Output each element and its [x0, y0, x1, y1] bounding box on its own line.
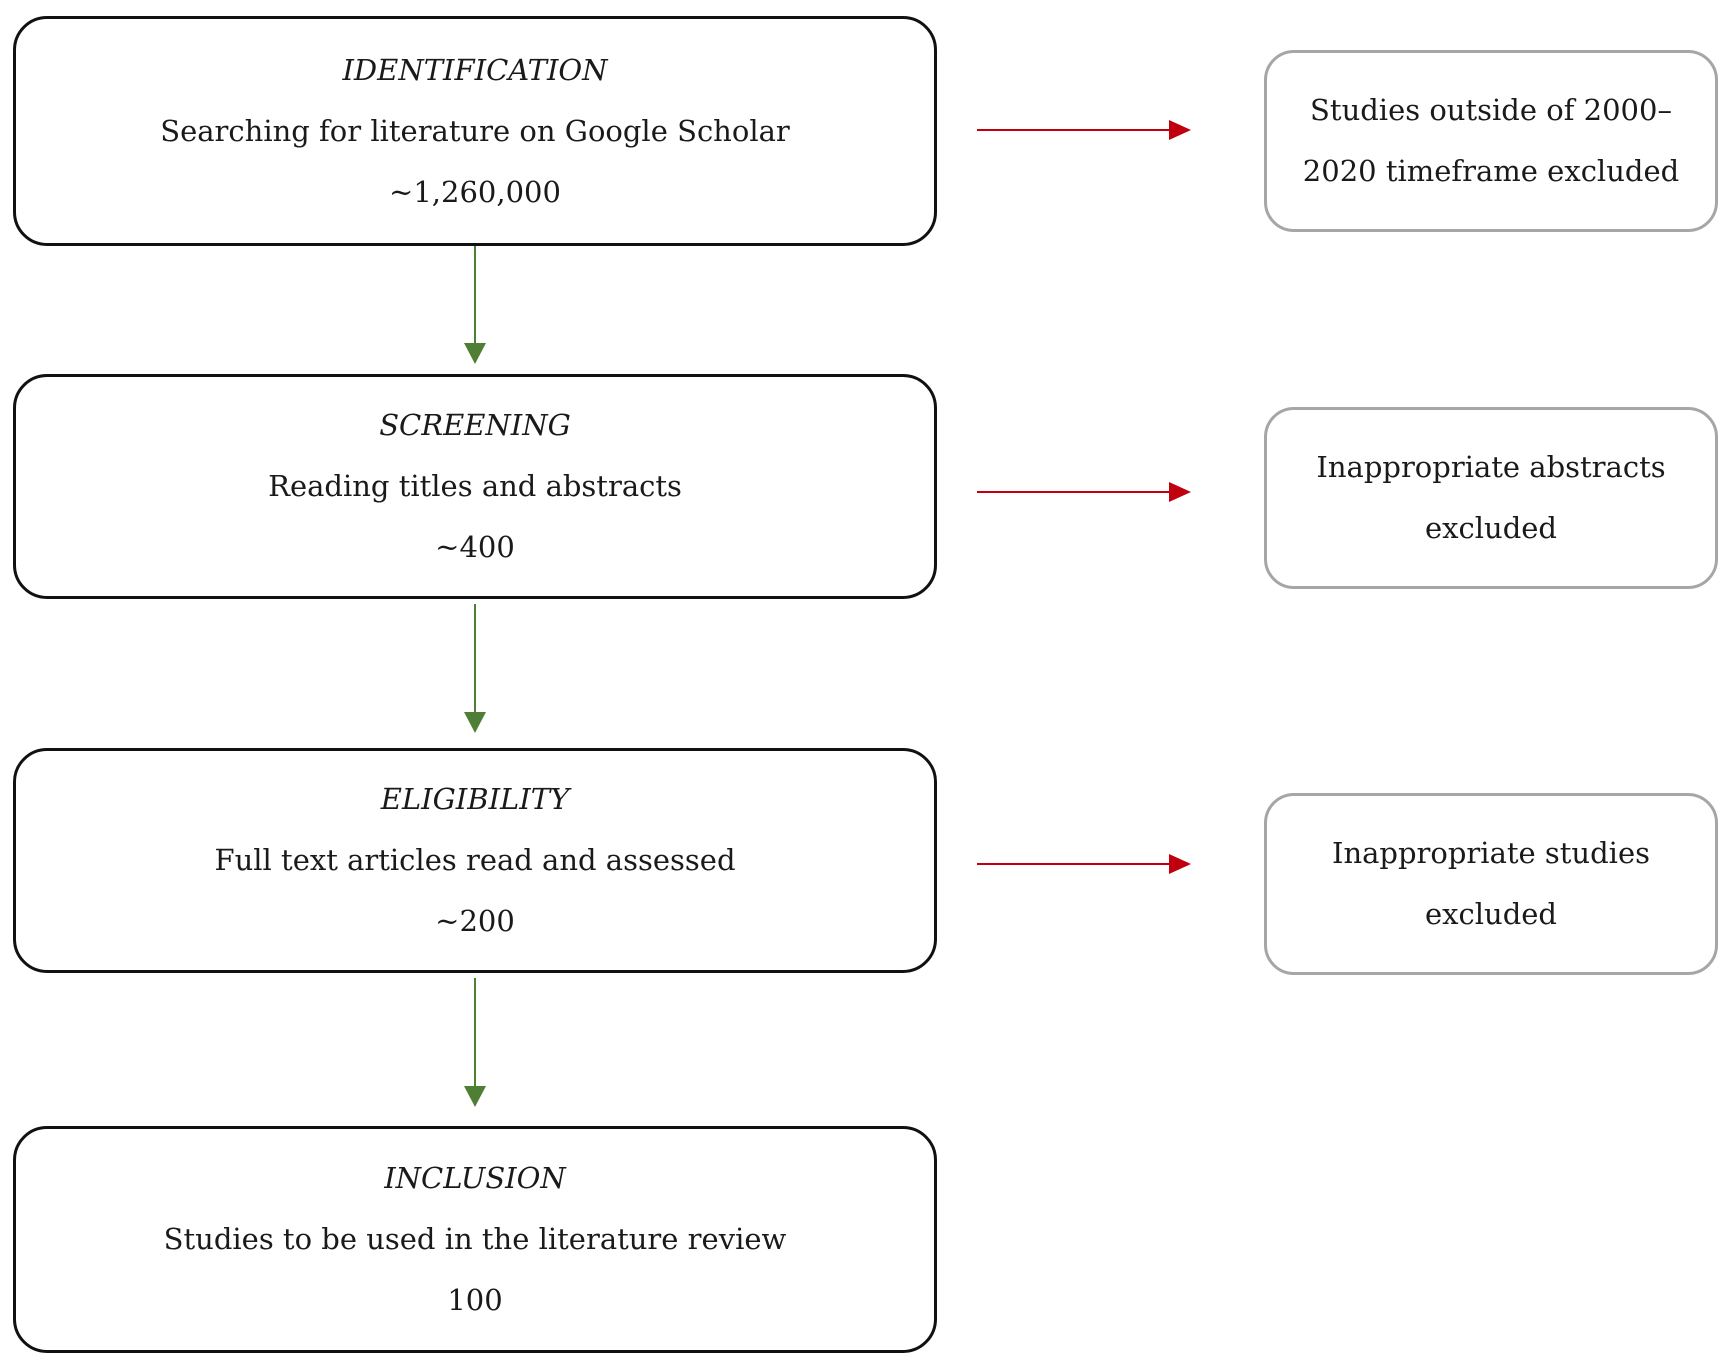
stage-description: Searching for literature on Google Schol…: [160, 113, 790, 148]
stage-name: INCLUSION: [384, 1161, 566, 1195]
exclusion-text-line: Inappropriate abstracts: [1316, 450, 1666, 484]
stage-name: ELIGIBILITY: [380, 782, 570, 816]
right-arrow-identification-exclusion: [977, 120, 1191, 140]
stage-box-eligibility: ELIGIBILITY Full text articles read and …: [13, 748, 937, 973]
stage-box-screening: SCREENING Reading titles and abstracts ~…: [13, 374, 937, 599]
stage-box-identification: IDENTIFICATION Searching for literature …: [13, 16, 937, 246]
stage-description: Studies to be used in the literature rev…: [163, 1222, 787, 1256]
stage-count: 100: [447, 1283, 503, 1317]
stage-count: ~400: [435, 530, 515, 564]
down-arrow-identification-to-screening: [464, 236, 486, 364]
exclusion-box-timeframe: Studies outside of 2000– 2020 timeframe …: [1264, 50, 1718, 232]
stage-count: ~200: [435, 904, 515, 938]
exclusion-text-line: excluded: [1424, 897, 1557, 931]
right-arrow-screening-exclusion: [977, 482, 1191, 502]
exclusion-box-abstracts: Inappropriate abstracts excluded: [1264, 407, 1718, 589]
stage-name: SCREENING: [379, 408, 571, 442]
stage-description: Reading titles and abstracts: [268, 469, 682, 503]
stage-count: ~1,260,000: [389, 174, 561, 209]
stage-description: Full text articles read and assessed: [214, 843, 736, 877]
exclusion-text-line: excluded: [1424, 511, 1557, 545]
exclusion-text-line: Inappropriate studies: [1332, 836, 1650, 870]
down-arrow-eligibility-to-inclusion: [464, 978, 486, 1107]
down-arrow-screening-to-eligibility: [464, 604, 486, 733]
stage-box-inclusion: INCLUSION Studies to be used in the lite…: [13, 1126, 937, 1353]
right-arrow-eligibility-exclusion: [977, 854, 1191, 874]
exclusion-text-line: 2020 timeframe excluded: [1302, 154, 1680, 188]
exclusion-box-studies: Inappropriate studies excluded: [1264, 793, 1718, 975]
exclusion-text-line: Studies outside of 2000–: [1310, 93, 1672, 127]
stage-name: IDENTIFICATION: [342, 52, 608, 87]
